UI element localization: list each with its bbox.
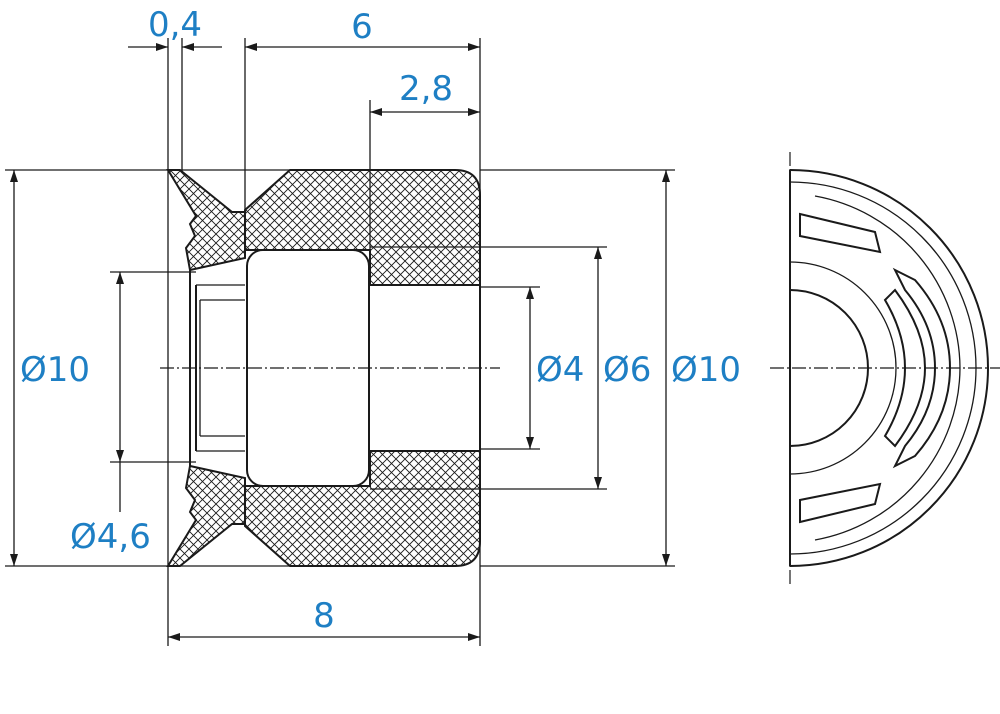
dim-outer-diameter-right: Ø10 <box>671 350 741 390</box>
dimension-lines <box>10 43 670 641</box>
flange-lip-lower <box>166 464 246 567</box>
dim-outer-diameter-left: Ø10 <box>20 350 90 390</box>
dim-counterbore-depth: 2,8 <box>399 69 453 109</box>
section-view <box>160 169 500 567</box>
dim-bore-small: Ø4 <box>536 350 584 390</box>
dim-total-length: 8 <box>313 596 335 636</box>
dim-groove-width: 0,4 <box>148 5 202 45</box>
dim-bore-large: Ø6 <box>603 350 651 390</box>
end-view <box>770 152 1000 584</box>
flange-lip-upper <box>166 169 246 272</box>
extension-lines <box>5 38 675 646</box>
dim-length-upper: 6 <box>351 7 373 47</box>
dim-flange-inner-diameter: Ø4,6 <box>70 517 151 557</box>
dimension-labels: 0,4 6 2,8 8 Ø10 Ø4,6 Ø4 Ø6 Ø10 <box>20 5 741 636</box>
